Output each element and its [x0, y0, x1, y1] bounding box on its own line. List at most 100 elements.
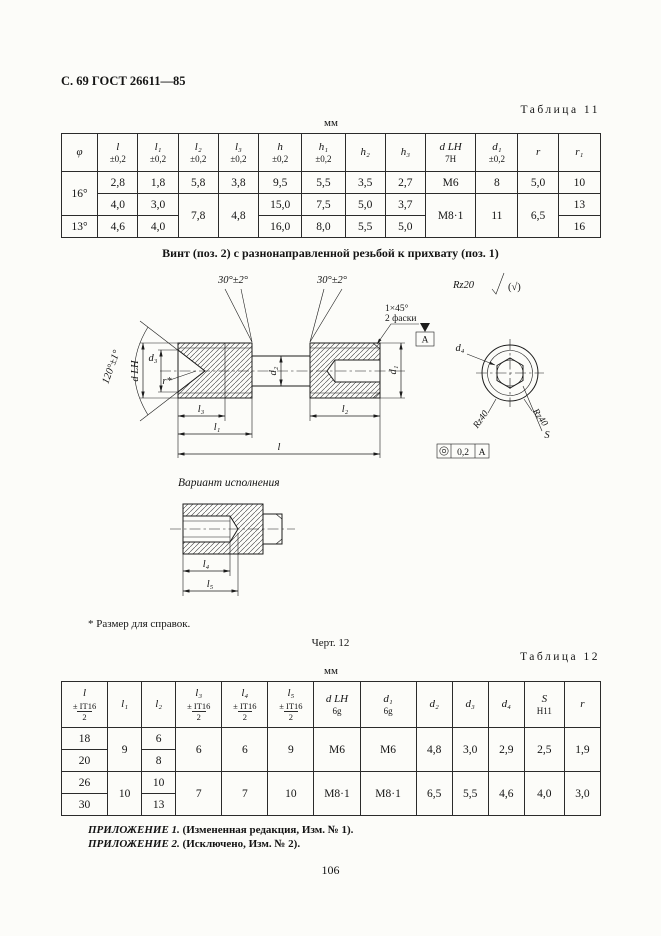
col-label: h₂ [360, 146, 370, 159]
col-tolerance: ±0,2 [272, 153, 289, 164]
t11-cell: 5,8 [177, 171, 219, 194]
t11-col-r: r [517, 133, 559, 172]
t11-cell: 4,0 [137, 215, 179, 238]
variant-drawing: l₄ l₅ [170, 503, 295, 596]
table-11-header-row: φ l±0,2 l₁±0,2 l₂±0,2 l₃±0,2 h±0,2 h₁±0,… [60, 133, 602, 172]
t11-col-l: l±0,2 [97, 133, 139, 172]
t12-col-d2: d₂ [415, 681, 453, 728]
table-11-wrap: φ l±0,2 l₁±0,2 l₂±0,2 l₃±0,2 h±0,2 h₁±0,… [60, 133, 602, 238]
t11-cell: 10 [557, 171, 602, 194]
dim-label-d4: d₄ [456, 343, 465, 354]
t12-cell: 8 [141, 749, 177, 772]
tolerance-value: 0,2 [457, 448, 469, 458]
col-tolerance: ±0,2 [149, 153, 167, 164]
t12-cell: 3,0 [563, 771, 602, 816]
shaft-diameter-dim: d₂ [268, 355, 283, 387]
t11-cell: 15,0 [258, 193, 303, 216]
t12-col-d4: d₄ [487, 681, 525, 728]
t11-cell: 4,0 [97, 193, 139, 216]
t11-cell: 5,5 [301, 171, 346, 194]
t12-cell: 6 [141, 727, 177, 750]
unit-label-mm-1: мм [324, 117, 338, 129]
chamfer-note: 1×45° 2 фаски [376, 303, 419, 345]
t11-cell: 8,0 [301, 215, 346, 238]
appendix-1-label: ПРИЛОЖЕНИЕ 1. [88, 824, 180, 836]
t12-cell: 10 [267, 771, 315, 816]
col-label: d LH [439, 141, 462, 153]
col-label: l [83, 686, 87, 699]
col-label: l₂ [155, 698, 163, 711]
t12-cell: 7 [175, 771, 223, 816]
t11-cell: 2,7 [384, 171, 426, 194]
t11-col-h1: h₁±0,2 [301, 133, 346, 172]
t12-cell: 26 [60, 771, 109, 794]
t11-cell: М6 [424, 171, 477, 194]
appendix-block: ПРИЛОЖЕНИЕ 1. (Измененная редакция, Изм.… [88, 824, 353, 851]
col-tolerance: ±0,2 [109, 153, 126, 164]
rz20-label: Rz20 [452, 280, 475, 291]
t12-cell: 4,0 [523, 771, 565, 816]
t12-col-d3: d₃ [451, 681, 489, 728]
t11-cell: 16,0 [258, 215, 303, 238]
variant-dims: l₄ l₅ [182, 533, 239, 596]
t12-col-r: r [563, 681, 602, 728]
t12-cell: 9 [267, 727, 315, 772]
table-12-caption: Таблица 12 [520, 651, 600, 663]
t11-col-h3: h₃ [384, 133, 426, 172]
dim-label-30deg-left: 30°±2° [217, 275, 249, 286]
t11-cell: 5,0 [384, 215, 426, 238]
t11-cell: 5,0 [344, 193, 386, 216]
screw-body [160, 342, 405, 399]
dim-label-120deg: 120°±1° [100, 348, 123, 386]
t12-cell: М6 [313, 727, 361, 772]
t11-cell: 4,8 [217, 193, 260, 238]
dim-label-30deg-right: 30°±2° [316, 275, 348, 286]
appendix-2-label: ПРИЛОЖЕНИЕ 2. [88, 837, 180, 850]
check-icon [491, 272, 505, 295]
col-tolerance: Н11 [536, 705, 552, 716]
t11-cell: 3,7 [384, 193, 426, 216]
unit-label-mm-2: мм [324, 665, 338, 677]
t12-col-l2: l₂ [141, 681, 177, 728]
t11-col-r1: r₁ [557, 133, 602, 172]
t12-cell: 13 [141, 793, 177, 816]
left-diameter-dims: d LH d₃ r* [130, 342, 197, 399]
t11-col-phi: φ [60, 133, 99, 172]
t11-cell: 3,0 [137, 193, 179, 216]
col-label: r [580, 698, 585, 711]
chamfer-count-label: 2 фаски [385, 313, 416, 324]
col-label: φ [76, 146, 83, 159]
variant-label: Вариант исполнения [178, 477, 280, 489]
t11-cell: 13 [557, 193, 602, 216]
t11-col-h: h±0,2 [258, 133, 303, 172]
page-number: 106 [321, 863, 340, 877]
dim-label-dlh: d LH [130, 359, 141, 382]
datum-ref-label: А [479, 448, 486, 458]
col-label: S [541, 693, 548, 705]
t11-cell-phi: 13° [60, 215, 99, 238]
t11-cell: 9,5 [258, 171, 303, 194]
col-label: d₁ [383, 693, 393, 705]
appendix-line-2: ПРИЛОЖЕНИЕ 2. (Исключено, Изм. № 2). [88, 838, 353, 852]
t11-cell: 6,5 [517, 193, 559, 238]
t12-cell: М8·1 [359, 771, 417, 816]
figure-caption: Черт. 12 [311, 637, 350, 649]
col-tolerance: 7Н [445, 153, 457, 164]
dim-label-l2: l₂ [342, 404, 349, 415]
t12-cell: 7 [221, 771, 269, 816]
concentricity-icon [439, 446, 449, 456]
variant-body [170, 503, 295, 555]
t11-cell: 11 [475, 193, 519, 238]
t12-cell: 3,0 [451, 727, 489, 772]
dim-label-d1: d₁ [388, 366, 399, 375]
col-label: d₃ [465, 698, 475, 711]
table-row: 13° 4,6 4,0 16,0 8,0 5,5 5,0 16 [60, 215, 602, 238]
col-tolerance: ±0,2 [315, 153, 332, 164]
t12-cell: 30 [60, 793, 109, 816]
